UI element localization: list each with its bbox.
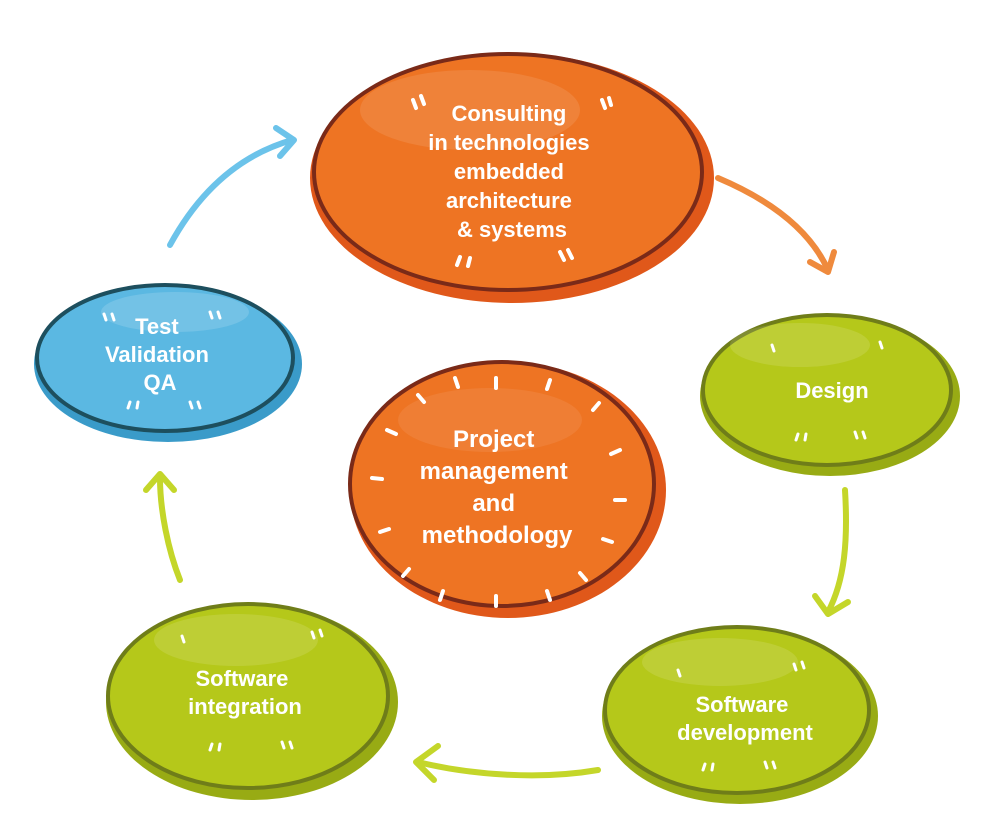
node-consulting-line-2: in technologies bbox=[428, 130, 589, 155]
arrow-consulting-to-design bbox=[715, 175, 837, 275]
node-consulting-body bbox=[312, 52, 704, 292]
node-design-body bbox=[701, 313, 953, 467]
node-consulting-label: Consulting in technologies embedded arch… bbox=[428, 101, 595, 242]
node-software-integration: Software integration bbox=[106, 602, 398, 800]
node-design-line-1: Design bbox=[795, 378, 868, 403]
node-test-validation-line-3: QA bbox=[144, 370, 177, 395]
node-project-management-highlight bbox=[398, 388, 582, 452]
node-project-management-line-1: Project bbox=[453, 426, 534, 453]
arrow-test-to-consulting bbox=[167, 125, 297, 248]
node-design: Design bbox=[700, 313, 960, 476]
node-software-integration-highlight bbox=[154, 614, 318, 666]
node-software-integration-line-2: integration bbox=[188, 694, 302, 719]
node-consulting-line-5: & systems bbox=[457, 217, 567, 242]
node-test-validation-line-2: Validation bbox=[105, 342, 209, 367]
node-software-development: Software development bbox=[602, 625, 878, 804]
node-consulting-line-1: Consulting bbox=[452, 101, 567, 126]
node-design-highlight bbox=[730, 323, 870, 367]
node-software-development-highlight bbox=[642, 638, 798, 686]
node-project-management-line-3: and bbox=[472, 490, 515, 517]
node-test-validation-line-1: Test bbox=[135, 314, 179, 339]
node-project-management-line-4: methodology bbox=[422, 522, 573, 549]
node-software-development-label: Software development bbox=[677, 692, 813, 745]
node-consulting: Consulting in technologies embedded arch… bbox=[310, 52, 714, 303]
node-consulting-tick-marks bbox=[411, 94, 613, 268]
node-design-label: Design bbox=[795, 378, 868, 403]
node-design-tick-marks bbox=[770, 340, 884, 442]
node-software-development-line-1: Software bbox=[695, 692, 788, 717]
node-project-management-body bbox=[348, 360, 656, 608]
node-software-development-tick-marks bbox=[676, 660, 806, 772]
node-project-management-label: Project management and methodology bbox=[420, 426, 575, 549]
node-software-integration-tick-marks bbox=[180, 628, 324, 752]
node-consulting-line-3: embedded bbox=[454, 159, 564, 184]
node-test-validation-label: Test Validation QA bbox=[105, 314, 215, 395]
node-test-validation: Test Validation QA bbox=[34, 283, 302, 442]
node-software-development-line-2: development bbox=[677, 720, 813, 745]
node-project-management-line-2: management bbox=[420, 458, 568, 485]
node-software-integration-label: Software integration bbox=[188, 666, 302, 719]
node-software-integration-line-1: Software bbox=[195, 666, 288, 691]
arrow-design-to-development bbox=[812, 487, 851, 617]
cycle-arrows bbox=[143, 125, 851, 783]
node-consulting-line-4: architecture bbox=[446, 188, 572, 213]
node-test-validation-tick-marks bbox=[102, 310, 222, 410]
node-software-integration-body bbox=[106, 602, 390, 790]
node-project-management: Project management and methodology bbox=[348, 360, 666, 618]
node-consulting-highlight bbox=[360, 70, 580, 150]
node-project-management-dial-ticks bbox=[370, 376, 627, 608]
node-test-validation-highlight bbox=[101, 292, 249, 332]
arrow-integration-to-test bbox=[143, 471, 183, 583]
node-test-validation-body bbox=[35, 283, 295, 433]
arrow-development-to-integration bbox=[413, 743, 601, 783]
